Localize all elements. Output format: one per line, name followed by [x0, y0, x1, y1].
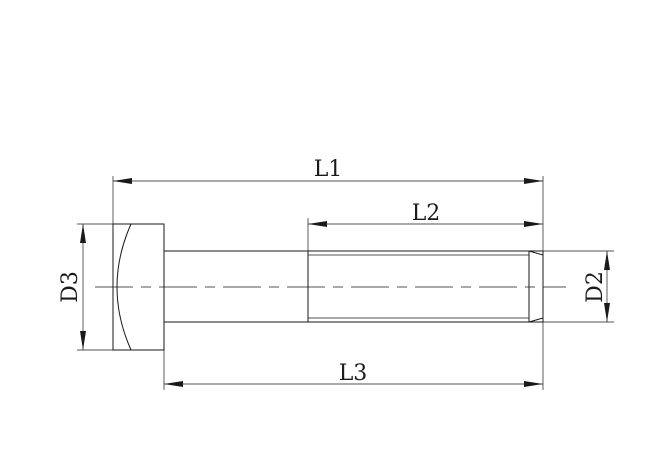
dimension-l2: L2	[308, 201, 543, 227]
label-d3: D3	[58, 271, 83, 303]
dimension-d2: D2	[583, 251, 610, 322]
label-l3: L3	[339, 361, 368, 386]
dimension-d3: D3	[58, 224, 86, 350]
label-l1: L1	[314, 157, 343, 182]
thread-section	[307, 250, 544, 323]
dimension-l3: L3	[164, 361, 543, 387]
label-d2: D2	[583, 271, 608, 303]
dimension-l1: L1	[113, 157, 543, 184]
bolt-part	[95, 223, 566, 351]
label-l2: L2	[412, 201, 441, 226]
extension-lines	[77, 176, 614, 390]
